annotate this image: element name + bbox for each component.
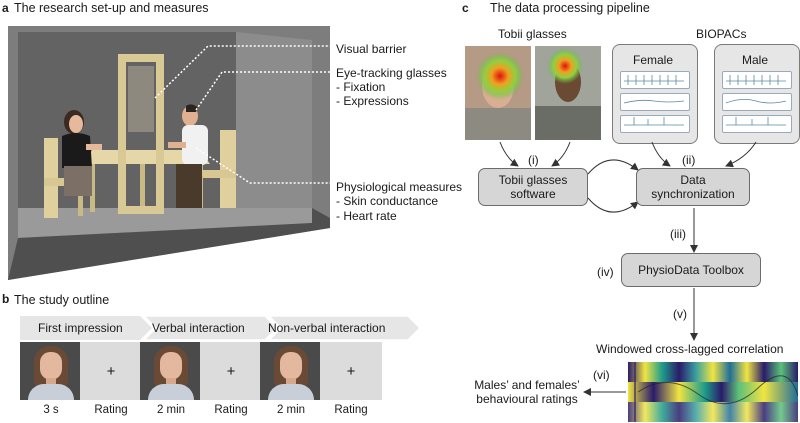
biopac-male-label: Male <box>742 53 769 67</box>
physiodata-toolbox-box: PhysioData Toolbox <box>621 253 761 287</box>
data-sync-line2: synchronization <box>651 187 735 201</box>
rating-screen-1: + <box>80 342 142 400</box>
biopacs-label: BIOPACs <box>696 27 747 41</box>
room-illustration <box>8 26 330 280</box>
correlation-heatmap <box>628 362 798 422</box>
signal-male-3 <box>722 115 792 133</box>
signal-female-2 <box>620 93 690 111</box>
tobii-glasses-label: Tobii glasses <box>498 27 567 41</box>
floor <box>18 208 312 238</box>
stimulus-face-2 <box>140 342 202 400</box>
label-eye-tracking: Eye-tracking glasses <box>336 66 447 80</box>
caption-rating-3: Rating <box>334 404 368 416</box>
ratings-line2: behavioural ratings <box>476 392 578 406</box>
panel-b-letter: b <box>2 292 10 306</box>
label-fixation: - Fixation <box>336 80 386 94</box>
label-heart-rate: - Heart rate <box>336 209 397 223</box>
signal-male-2 <box>722 93 792 111</box>
caption-2min-1: 2 min <box>156 404 186 416</box>
right-chair <box>220 130 236 208</box>
step-v: (v) <box>673 307 687 321</box>
phase-first-impression: First impression <box>38 321 123 335</box>
pipeline-arrows <box>499 141 757 396</box>
signal-female-3 <box>620 115 690 133</box>
rating-screen-2: + <box>200 342 262 400</box>
caption-rating-2: Rating <box>214 404 248 416</box>
panel-c-title: The data processing pipeline <box>490 1 650 15</box>
biopac-female-label: Female <box>633 53 674 67</box>
caption-3s: 3 s <box>43 404 59 416</box>
phase-chevrons <box>20 316 420 340</box>
table-top <box>84 150 210 164</box>
data-sync-line1: Data <box>680 173 706 187</box>
stimulus-face-1 <box>20 342 82 400</box>
tobii-software-line2: software <box>510 187 556 201</box>
tobii-frames <box>465 46 601 140</box>
wclc-label: Windowed cross-lagged correlation <box>596 342 784 356</box>
label-expressions: - Expressions <box>336 94 409 108</box>
caption-rating-1: Rating <box>94 404 128 416</box>
label-visual-barrier: Visual barrier <box>336 42 407 56</box>
step-vi: (vi) <box>593 368 610 382</box>
label-physiological: Physiological measures <box>336 180 463 194</box>
step-i: (i) <box>528 153 539 167</box>
tobii-software-line1: Tobii glasses <box>498 173 568 187</box>
panel-c-letter: c <box>462 1 469 15</box>
caption-2min-2: 2 min <box>276 404 306 416</box>
visual-barrier <box>118 54 164 214</box>
side-wall <box>236 32 312 208</box>
panel-a-title: The research set-up and measures <box>14 1 209 15</box>
rating-screen-3: + <box>320 342 382 400</box>
phase-verbal-interaction: Verbal interaction <box>152 321 245 335</box>
behavioural-ratings-label: Males’ and females’behavioural ratings <box>470 378 584 406</box>
label-skin-conductance: - Skin conductance <box>336 194 439 208</box>
step-iv: (iv) <box>597 265 614 279</box>
signal-female-1 <box>620 71 690 89</box>
panel-b-title: The study outline <box>14 293 110 307</box>
panel-a-letter: a <box>2 1 9 15</box>
signal-male-1 <box>722 71 792 89</box>
ratings-line1: Males’ and females’ <box>474 378 580 392</box>
stimulus-face-3 <box>260 342 322 400</box>
phase-nonverbal-interaction: Non-verbal interaction <box>268 321 386 335</box>
step-iii: (iii) <box>670 227 686 241</box>
step-ii: (ii) <box>682 153 696 167</box>
